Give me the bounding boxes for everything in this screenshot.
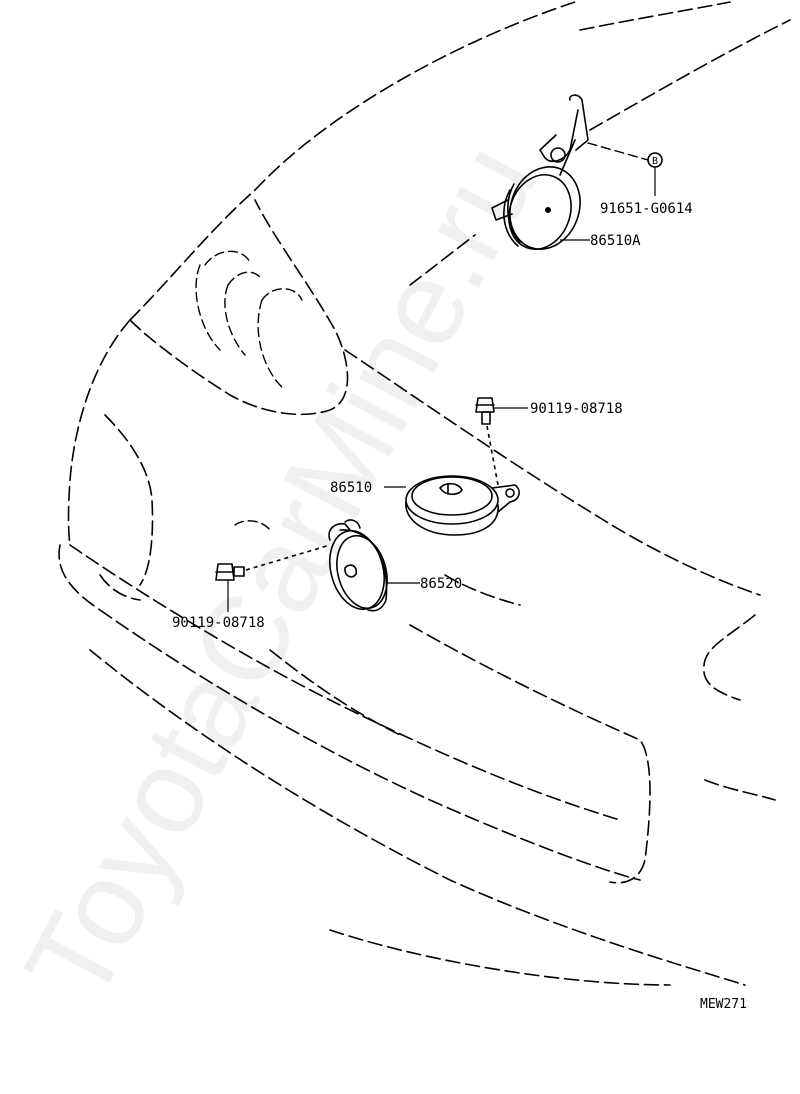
vehicle-body-outline	[58, 1, 791, 986]
watermark: ToyotaCarMine.ru	[0, 123, 563, 1022]
bolt-left-axis	[245, 544, 331, 571]
label-bolt-right: 90119-08718	[530, 401, 623, 417]
label-91651-g0614: 91651-G0614	[600, 201, 693, 217]
label-86510a: 86510A	[590, 233, 641, 249]
bolt-right-axis	[486, 425, 499, 486]
horn-86510-drawing	[405, 475, 520, 536]
horn-86510a-drawing	[491, 94, 589, 250]
label-86520: 86520	[420, 576, 462, 592]
label-bolt-left: 90119-08718	[172, 615, 265, 631]
horn-86520-drawing	[328, 519, 388, 612]
label-86510: 86510	[330, 480, 372, 496]
bolt-left-drawing	[215, 563, 245, 581]
diagram-code: MEW271	[700, 997, 747, 1012]
bolt-right-drawing	[475, 397, 495, 425]
fastener-line-b	[587, 142, 649, 161]
callout-letter-b: B	[652, 156, 658, 167]
